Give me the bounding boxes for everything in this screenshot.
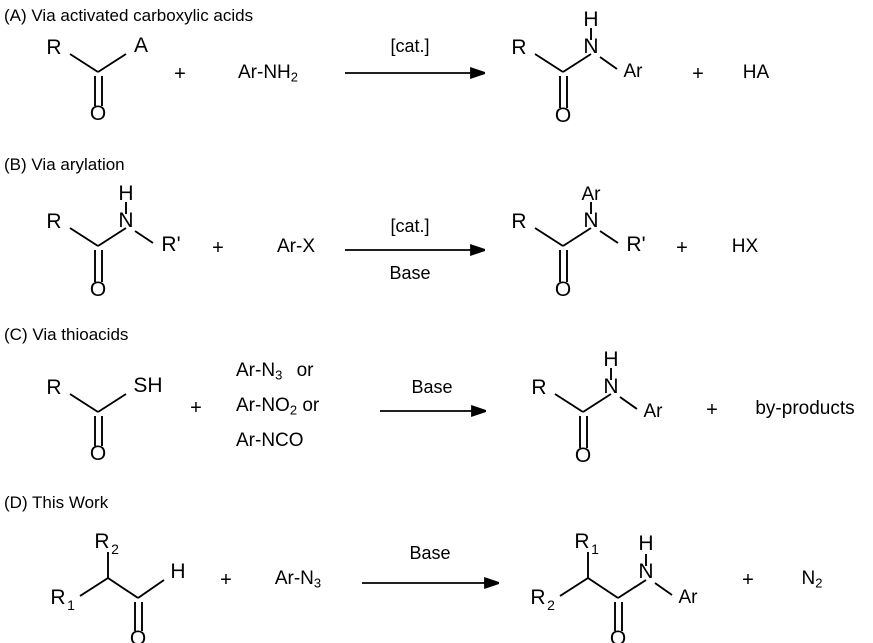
label-o: O	[90, 278, 106, 301]
label-h: H	[583, 8, 598, 31]
scheme-b-arrow-condition-below: Base	[389, 263, 431, 283]
label-h: H	[118, 182, 133, 205]
label-n: N	[583, 209, 598, 232]
label-o: O	[555, 104, 571, 127]
label-r: R	[531, 376, 546, 399]
label-h: H	[603, 348, 618, 371]
label-sh: SH	[133, 374, 162, 397]
scheme-c-plus-1: +	[190, 397, 202, 419]
label-r1: R	[574, 530, 589, 553]
label-h: H	[638, 532, 653, 555]
scheme-b-byproduct-label: HX	[731, 236, 759, 257]
scheme-b-plus-2: +	[676, 237, 688, 259]
label-ar: Ar	[624, 61, 644, 82]
scheme-a-reactant-2-label: Ar-NH2	[237, 62, 299, 85]
label-o: O	[90, 102, 106, 125]
scheme-d-plus-1: +	[220, 569, 232, 591]
label-r: R	[46, 376, 61, 399]
label-o: O	[610, 627, 626, 643]
scheme-a-plus-1: +	[174, 63, 186, 85]
label-n: N	[603, 375, 618, 398]
label-r-prime: R'	[161, 233, 180, 256]
scheme-c-reactant-2-line-2: Ar-NO2 or	[236, 395, 320, 418]
label-ar: Ar	[679, 587, 699, 608]
scheme-d-plus-2: +	[742, 569, 754, 591]
scheme-d-arrow-condition-above: Base	[409, 543, 451, 563]
scheme-b-title: (B) Via arylation	[4, 155, 125, 174]
label-o: O	[575, 444, 591, 467]
scheme-c-reactant-2-line-3: Ar-NCO	[236, 430, 304, 451]
scheme-b-arrow-condition-above: [cat.]	[390, 216, 430, 236]
scheme-a-arrow-condition-above: [cat.]	[390, 36, 430, 56]
scheme-a-reactant-acyl-structure: R A O	[40, 28, 160, 125]
scheme-b-product-n-aryl-amide-structure: R Ar N R' O	[505, 184, 670, 301]
label-ar: Ar	[582, 184, 602, 205]
scheme-d-reaction-arrow	[362, 576, 502, 595]
scheme-a-plus-2: +	[692, 63, 704, 85]
scheme-c-reactant-thioacid-structure: R SH O	[40, 368, 170, 465]
scheme-a-product-amide-structure: R H N Ar O	[505, 8, 660, 127]
scheme-d-reactant-aldehyde-structure: R 2 R 1 H O	[40, 528, 190, 643]
scheme-c-arrow-condition-above: Base	[411, 377, 453, 397]
scheme-c-product-amide-structure: R H N Ar O	[525, 348, 680, 467]
scheme-c-reactant-2-line-1: Ar-N3 or	[236, 360, 314, 383]
label-ar: Ar	[644, 401, 664, 422]
label-a: A	[134, 34, 148, 57]
label-n: N	[638, 560, 653, 583]
label-r: R	[46, 210, 61, 233]
scheme-c-plus-2: +	[706, 399, 718, 421]
label-r2-subscript: 2	[547, 597, 555, 613]
scheme-a-byproduct-label: HA	[742, 62, 770, 83]
label-r1: R	[50, 586, 65, 609]
label-n: N	[583, 35, 598, 58]
label-n: N	[118, 209, 133, 232]
scheme-b-reactant-2-label: Ar-X	[277, 236, 315, 257]
scheme-d-title: (D) This Work	[4, 493, 109, 512]
scheme-a-title: (A) Via activated carboxylic acids	[4, 6, 254, 25]
scheme-b-reactant-amide-structure: R H N R' O	[40, 182, 200, 301]
label-r-prime: R'	[626, 233, 645, 256]
label-r: R	[511, 210, 526, 233]
label-r1-subscript: 1	[67, 597, 75, 613]
label-o: O	[90, 442, 106, 465]
label-o: O	[130, 627, 146, 643]
scheme-c-byproduct-label: by-products	[755, 398, 855, 419]
scheme-a-reaction-arrow	[345, 66, 488, 85]
scheme-b-reaction-arrow	[345, 243, 488, 262]
scheme-d-byproduct-label: N2	[801, 568, 823, 591]
label-h: H	[170, 560, 185, 583]
label-r2-subscript: 2	[111, 541, 119, 557]
label-r2: R	[94, 530, 109, 553]
label-r2: R	[530, 586, 545, 609]
scheme-c-title: (C) Via thioacids	[4, 325, 129, 344]
label-o: O	[555, 278, 571, 301]
label-r: R	[511, 36, 526, 59]
scheme-c-reaction-arrow	[380, 404, 489, 423]
scheme-b-plus-1: +	[212, 237, 224, 259]
scheme-d-product-amide-structure: R 1 R 2 H N Ar O	[520, 528, 715, 643]
label-r: R	[46, 36, 61, 59]
scheme-d-reactant-2-label: Ar-N3	[274, 568, 322, 591]
label-r1-subscript: 1	[591, 541, 599, 557]
